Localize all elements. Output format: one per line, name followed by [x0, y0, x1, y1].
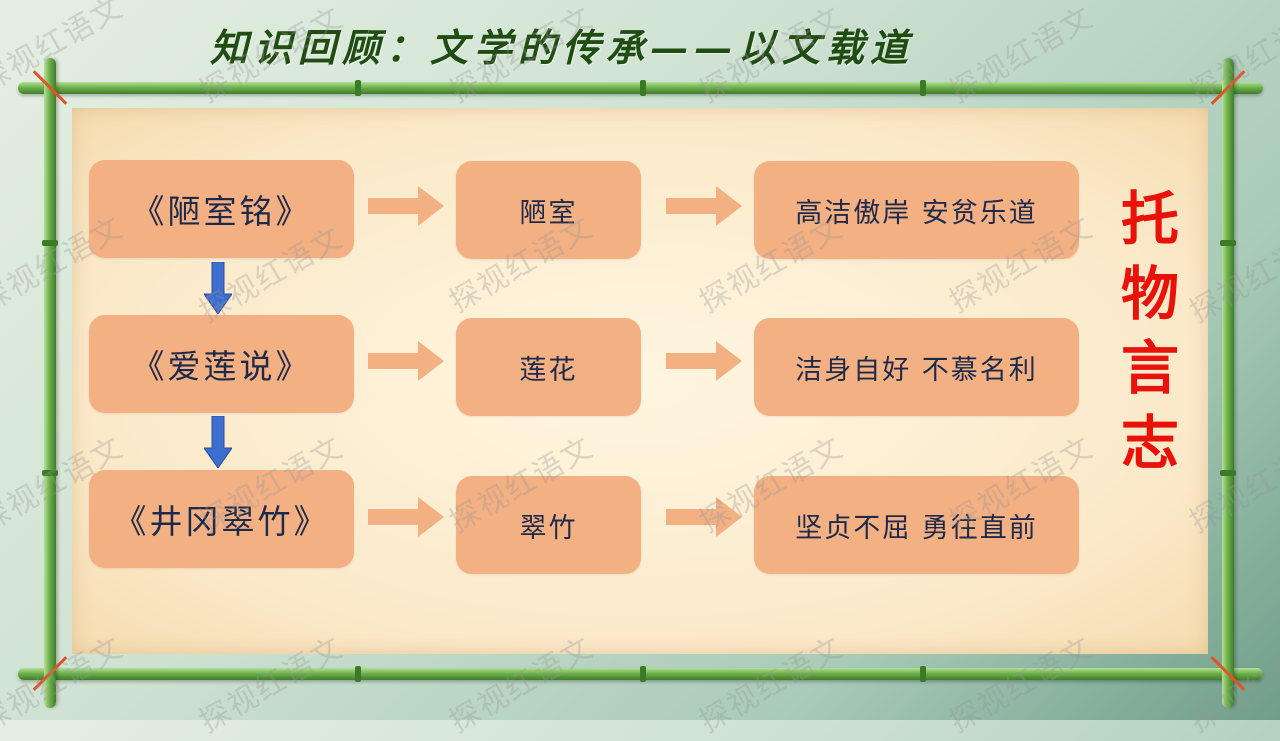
work-box: 《爱莲说》	[89, 315, 354, 413]
work-box: 《井冈翠竹》	[89, 470, 354, 568]
object-box: 莲花	[456, 318, 641, 416]
meaning-box: 洁身自好 不慕名利	[754, 318, 1079, 416]
work-box: 《陋室铭》	[89, 160, 354, 258]
theme-char: 托	[1120, 185, 1179, 253]
object-box: 翠竹	[456, 476, 641, 574]
meaning-box: 高洁傲岸 安贫乐道	[754, 161, 1079, 259]
right-arrow-icon	[666, 497, 742, 537]
down-arrow-icon	[204, 416, 232, 468]
page-title: 知识回顾：文学的传承——以文载道	[210, 25, 915, 70]
right-arrow-icon	[666, 186, 742, 226]
meaning-box: 坚贞不屈 勇往直前	[754, 476, 1079, 574]
right-arrow-icon	[666, 341, 742, 381]
theme-label: 托 物 言 志	[1110, 186, 1190, 476]
theme-char: 志	[1120, 408, 1179, 477]
object-box: 陋室	[456, 161, 641, 259]
theme-char: 物	[1120, 259, 1179, 328]
right-arrow-icon	[368, 341, 444, 381]
theme-char: 言	[1120, 334, 1179, 403]
right-arrow-icon	[368, 497, 444, 537]
right-arrow-icon	[368, 186, 444, 226]
down-arrow-icon	[204, 262, 232, 314]
